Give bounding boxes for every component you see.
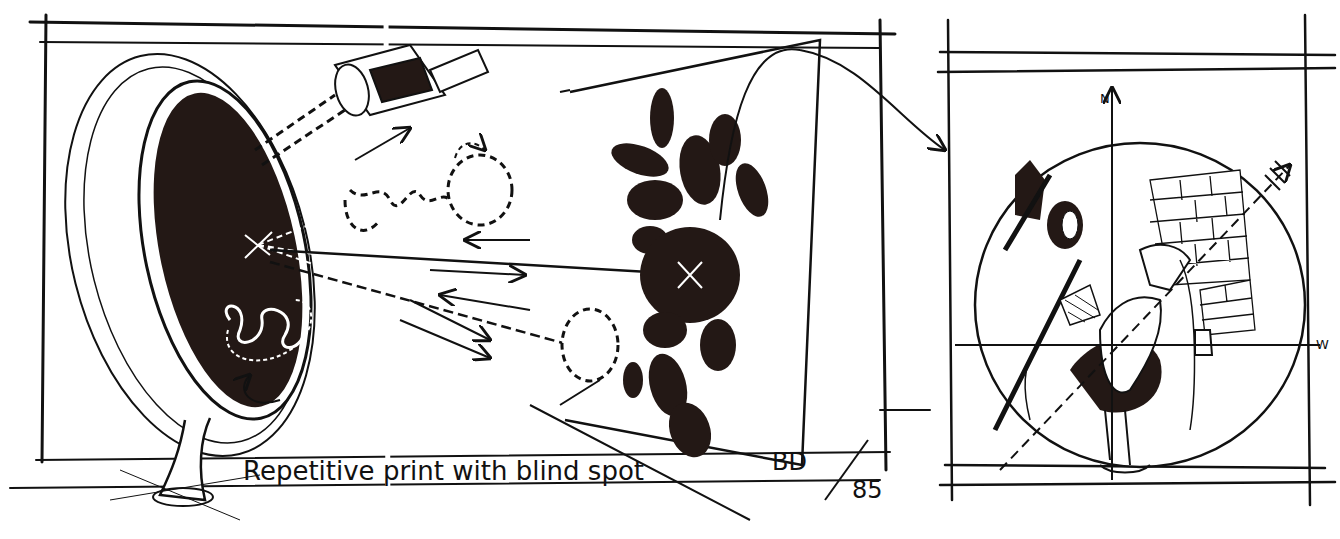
- sketch-line: [110, 470, 260, 520]
- hatching: [1065, 295, 1098, 322]
- sheet-outline: [565, 40, 820, 465]
- frame-line: [880, 409, 930, 411]
- blob: [650, 88, 674, 148]
- dashed-link: [255, 95, 345, 165]
- dashed-arrow: [455, 143, 485, 158]
- mirror-ring: [111, 65, 339, 435]
- frame-line: [940, 52, 1335, 55]
- blob: [643, 312, 687, 348]
- dashed-diagonal: [1000, 165, 1290, 470]
- compass-letter: W: [1316, 338, 1329, 351]
- outer-rim: [48, 44, 343, 467]
- frame-line: [40, 42, 880, 48]
- long-arrow: [720, 49, 945, 220]
- blob: [627, 180, 683, 220]
- sheet-edge: [530, 90, 750, 520]
- dashed-sight-line: [270, 262, 570, 345]
- cylinder-band: [370, 58, 432, 102]
- wheel-hub: [1062, 211, 1078, 239]
- handle-base: [153, 488, 213, 506]
- cylinder-rod: [430, 50, 488, 92]
- arrow: [440, 295, 530, 310]
- scene-circle: [975, 143, 1305, 467]
- left-frame: [10, 10, 930, 520]
- blob: [607, 137, 673, 184]
- arrow: [355, 128, 410, 160]
- hatched-box: [1060, 285, 1100, 325]
- frame-line: [948, 20, 952, 500]
- scribble: [226, 306, 305, 347]
- blob: [700, 319, 736, 371]
- dashed-squiggle: [350, 190, 450, 206]
- frame-line: [940, 482, 1335, 485]
- dashed-ray: [258, 205, 360, 270]
- outer-rim: [26, 28, 354, 483]
- blob: [623, 362, 643, 398]
- arrow: [430, 270, 525, 275]
- tick-marks: [1265, 161, 1290, 190]
- pedestal: [1100, 410, 1150, 473]
- dashed-circle: [448, 155, 512, 225]
- arrow: [410, 300, 490, 340]
- blob-pattern: [607, 88, 775, 463]
- dashed-circle: [562, 309, 618, 381]
- compass-letter: N: [1100, 92, 1110, 105]
- frame-line: [30, 22, 895, 34]
- signature-year: 85: [852, 478, 883, 502]
- arrow: [400, 320, 490, 358]
- curved-arrow: [244, 375, 280, 403]
- printed-sheet: [530, 40, 945, 520]
- x-mark: [678, 262, 702, 288]
- dashed-paths: [270, 128, 700, 358]
- caption-note: Repetitive print with blind spot: [243, 458, 644, 484]
- bricks: [1200, 285, 1254, 320]
- dashed-squiggle: [345, 200, 380, 230]
- frame-line: [1305, 15, 1310, 505]
- padlock: [1195, 330, 1212, 355]
- right-frame: [938, 15, 1335, 505]
- frame-line: [880, 20, 886, 470]
- scribble: [227, 300, 311, 360]
- blob: [729, 159, 774, 221]
- compass-scene: [955, 88, 1320, 480]
- paddle-mirror: [26, 28, 360, 520]
- blind-spot-disc: [640, 227, 740, 323]
- blob: [662, 397, 719, 463]
- black-mirror: [128, 79, 328, 420]
- signature-initials: BD: [772, 450, 807, 474]
- west-axis: [955, 344, 1320, 346]
- frame-line: [42, 15, 46, 462]
- cylinder-end: [330, 61, 374, 120]
- wall: [1200, 280, 1255, 335]
- sight-line: [270, 250, 700, 275]
- arrow: [465, 239, 530, 241]
- wheel: [1047, 201, 1083, 249]
- white-marks: [226, 205, 360, 403]
- frame-line: [938, 68, 1335, 72]
- cylinder-object: [255, 45, 488, 165]
- north-axis: [1111, 88, 1113, 480]
